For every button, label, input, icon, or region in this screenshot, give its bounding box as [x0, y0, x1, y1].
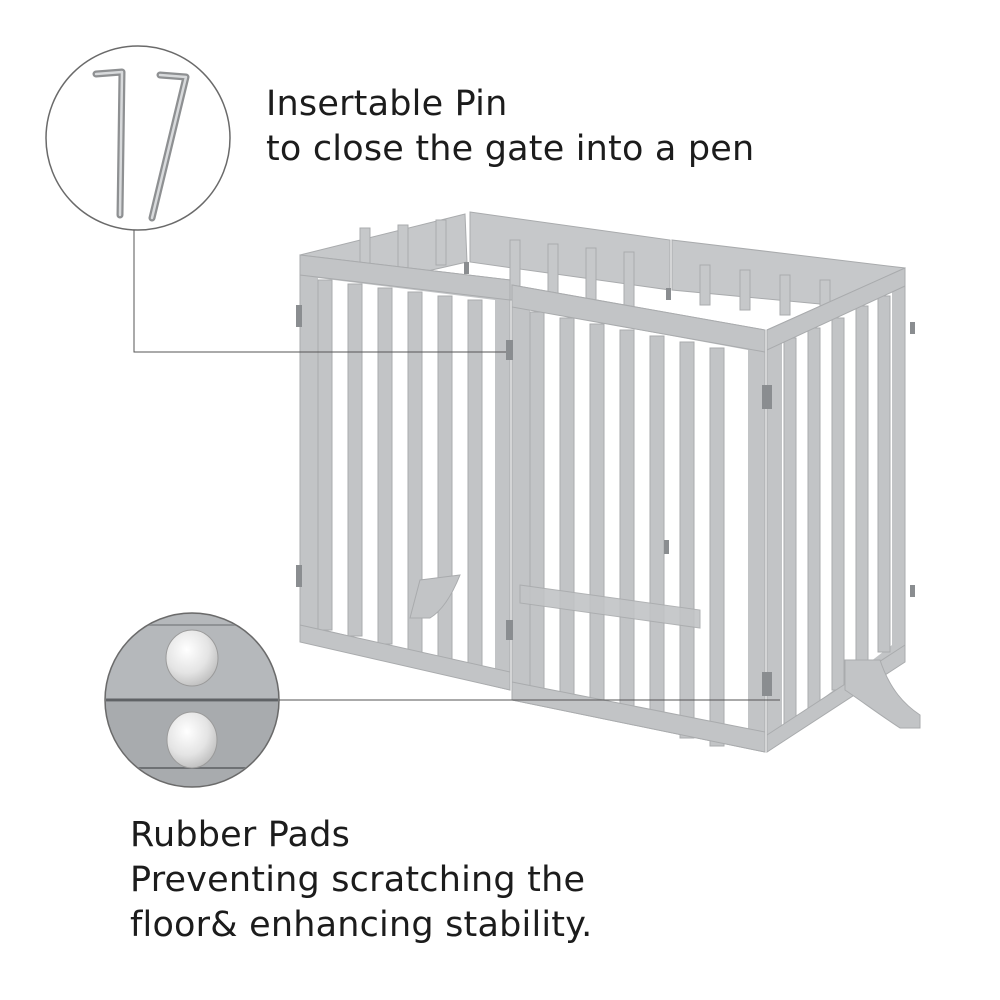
- front-panel-right: [766, 267, 906, 753]
- pin-callout-line: [133, 230, 506, 353]
- front-panel-center: [511, 284, 766, 753]
- front-panel-left: [299, 254, 511, 691]
- pin-caption-subtitle: to close the gate into a pen: [266, 129, 755, 169]
- pad-caption-line2: floor& enhancing stability.: [130, 905, 593, 945]
- pad-caption-title: Rubber Pads: [130, 815, 351, 855]
- support-foot: [409, 574, 921, 729]
- rubber-pad-icon: [106, 614, 278, 786]
- hinges: [296, 262, 915, 696]
- pin-icon: [92, 68, 190, 222]
- pin-caption: Insertable Pin to close the gate into a …: [266, 82, 754, 172]
- pad-caption: Rubber Pads Preventing scratching the fl…: [130, 813, 592, 948]
- pad-caption-line1: Preventing scratching the: [130, 860, 586, 900]
- pet-gate-pen: [296, 211, 921, 753]
- pin-zoom-circle: [45, 45, 231, 231]
- pin-caption-title: Insertable Pin: [266, 84, 508, 124]
- pin-callout: [45, 45, 506, 353]
